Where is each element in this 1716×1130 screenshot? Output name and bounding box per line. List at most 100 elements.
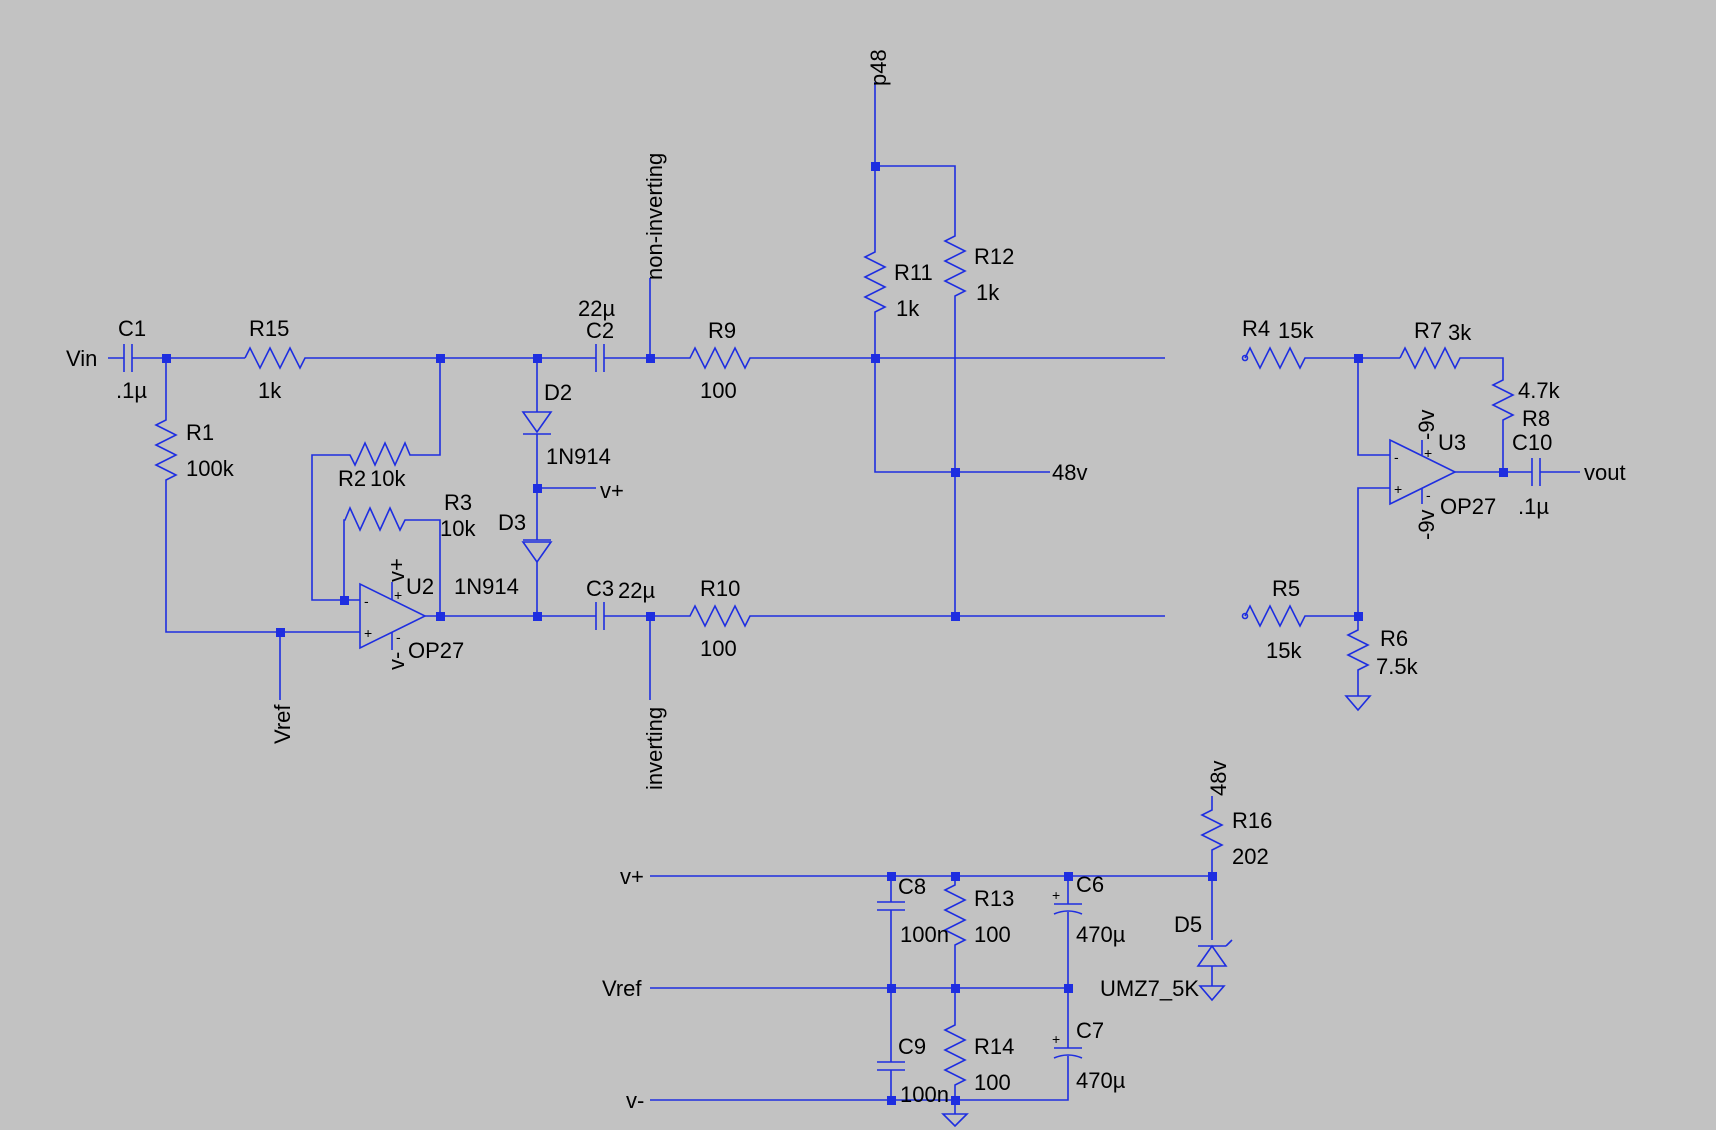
- net-label-48v-r16: 48v: [1206, 761, 1231, 796]
- c1-value: .1µ: [116, 378, 147, 403]
- r11-ref: R11: [894, 260, 933, 285]
- resistor-r15[interactable]: [244, 346, 440, 370]
- u3-neg9-bottom: -9v: [1414, 509, 1439, 540]
- c7-plus-mark: +: [1052, 1031, 1060, 1047]
- capacitor-c9[interactable]: [877, 988, 905, 1100]
- r9-ref: R9: [708, 318, 736, 343]
- r13-value: 100: [974, 922, 1011, 947]
- zener-d5[interactable]: [1196, 939, 1233, 967]
- r9-value: 100: [700, 378, 737, 403]
- r14-ref: R14: [974, 1034, 1014, 1059]
- u3-pin-minus: -: [1394, 449, 1399, 465]
- net-label-p48: p48: [866, 49, 891, 86]
- r5-value: 15k: [1266, 638, 1302, 663]
- c10-value: .1µ: [1518, 494, 1549, 519]
- diode-d2[interactable]: [521, 411, 553, 435]
- c8-value: 100n: [900, 922, 949, 947]
- r12-ref: R12: [974, 244, 1014, 269]
- resistor-r5[interactable]: [1244, 604, 1358, 628]
- r1-ref: R1: [186, 420, 214, 445]
- r6-ref: R6: [1380, 626, 1408, 651]
- diode-d3[interactable]: [521, 539, 553, 564]
- capacitor-c10[interactable]: [1531, 458, 1541, 486]
- u3-pin-minus-supply: -: [1426, 487, 1431, 503]
- r4-value: 15k: [1278, 318, 1314, 343]
- r15-ref: R15: [249, 316, 289, 341]
- r11-value: 1k: [896, 296, 920, 321]
- net-label-vref-top: Vref: [270, 704, 295, 744]
- u2-pin-plus-supply: +: [394, 587, 402, 603]
- u3-ref: U3: [1438, 430, 1466, 455]
- resistor-r6[interactable]: [1346, 616, 1370, 696]
- net-label-non-inverting: non-inverting: [642, 153, 667, 280]
- u3-pin-plus: +: [1394, 481, 1402, 497]
- u2-vminus-label: v-: [384, 652, 409, 670]
- ground-r6: [1344, 695, 1372, 712]
- d5-ref: D5: [1174, 912, 1202, 937]
- r10-value: 100: [700, 636, 737, 661]
- net-label-inverting: inverting: [642, 707, 667, 790]
- wire-u3-plus: [1357, 487, 1390, 616]
- net-label-48v: 48v: [1052, 460, 1087, 485]
- r16-value: 202: [1232, 844, 1269, 869]
- u2-pin-minus-supply: -: [396, 629, 401, 645]
- r5-ref: R5: [1272, 576, 1300, 601]
- r4-ref: R4: [1242, 316, 1270, 341]
- wire-u2-output: [344, 599, 596, 617]
- resistor-r9[interactable]: [650, 346, 875, 370]
- capacitor-c2[interactable]: [595, 344, 605, 372]
- r14-value: 100: [974, 1070, 1011, 1095]
- ground-r14: [941, 1113, 969, 1128]
- resistor-r13[interactable]: [943, 876, 967, 988]
- r8-value: 4.7k: [1518, 378, 1561, 403]
- r3-value: 10k: [440, 516, 476, 541]
- ground-d5: [1198, 985, 1226, 1002]
- resistor-r11[interactable]: [863, 166, 1050, 473]
- wire-u3-minus: [1357, 358, 1390, 456]
- resistor-r16[interactable]: [1200, 796, 1224, 940]
- r1-value: 100k: [186, 456, 235, 481]
- resistor-r1[interactable]: [154, 358, 360, 633]
- u2-pin-plus: +: [364, 625, 372, 641]
- c2-ref: C2: [586, 318, 614, 343]
- r3-ref: R3: [444, 490, 472, 515]
- capacitor-c3[interactable]: [595, 602, 605, 630]
- d2-value: 1N914: [546, 444, 611, 469]
- r15-value: 1k: [258, 378, 282, 403]
- c9-ref: C9: [898, 1034, 926, 1059]
- resistor-r12[interactable]: [874, 82, 967, 616]
- c1-ref: C1: [118, 316, 146, 341]
- c6-ref: C6: [1076, 872, 1104, 897]
- capacitor-c7[interactable]: [1053, 988, 1083, 1064]
- wire-vminus-rail: [650, 1064, 1069, 1101]
- capacitor-c8[interactable]: [877, 876, 905, 988]
- capacitor-c1[interactable]: [123, 344, 133, 372]
- net-label-vin: Vin: [66, 346, 97, 371]
- c6-plus-mark: +: [1052, 887, 1060, 903]
- c3-ref: C3: [586, 576, 614, 601]
- d2-ref: D2: [544, 380, 572, 405]
- resistor-r3[interactable]: [343, 505, 441, 616]
- d3-value: 1N914: [454, 574, 519, 599]
- c9-value: 100n: [900, 1082, 949, 1107]
- c7-ref: C7: [1076, 1018, 1104, 1043]
- d5-value: UMZ7_5K: [1100, 976, 1199, 1001]
- net-label-vplus-stub: v+: [600, 478, 624, 503]
- resistor-r4[interactable]: [1244, 346, 1400, 370]
- net-label-vref-rail: Vref: [602, 976, 642, 1001]
- net-label-vout: vout: [1584, 460, 1626, 485]
- resistor-r7-r8[interactable]: [1399, 346, 1515, 472]
- u3-value: OP27: [1440, 494, 1496, 519]
- u3-pin-plus-supply: +: [1424, 445, 1432, 461]
- resistor-r2[interactable]: [311, 358, 441, 601]
- capacitor-c6[interactable]: [1053, 876, 1083, 988]
- c8-ref: C8: [898, 874, 926, 899]
- r7-ref: R7: [1414, 318, 1442, 343]
- net-label-vminus-rail: v-: [626, 1088, 644, 1113]
- resistor-r14[interactable]: [943, 988, 967, 1114]
- r2-value: 10k: [370, 466, 406, 491]
- r13-ref: R13: [974, 886, 1014, 911]
- u3-neg9-top: -9v: [1414, 409, 1439, 440]
- resistor-r10[interactable]: [604, 604, 1165, 628]
- u2-ref: U2: [406, 574, 434, 599]
